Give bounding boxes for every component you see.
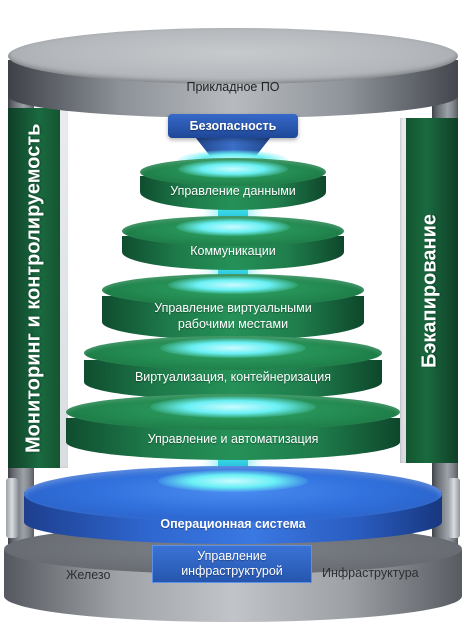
layer-data-management-glow — [178, 160, 288, 178]
layer-communications-glow — [176, 218, 290, 236]
application-software-label: Прикладное ПО — [186, 80, 280, 94]
backup-label: Бэкапирование — [418, 213, 441, 368]
infrastructure-management-line2: инфраструктурой — [181, 564, 283, 578]
layer-communications-label: Коммуникации — [190, 244, 276, 258]
layer-data-management-label: Управление данными — [170, 184, 296, 198]
layer-vdi-label-line1: Управление виртуальными — [154, 301, 312, 315]
hardware-label: Железо — [66, 568, 111, 582]
infrastructure-management-line1: Управление — [197, 549, 267, 563]
layer-virtualization-glow — [160, 338, 306, 358]
left-label-band — [8, 108, 60, 468]
left-peg — [6, 478, 18, 538]
infrastructure-management-box — [152, 545, 312, 583]
security-badge — [168, 114, 298, 138]
application-layer-top — [8, 28, 458, 84]
os-label: Операционная система — [160, 517, 306, 531]
monitoring-label: Мониторинг и контролируемость — [22, 123, 45, 453]
right-peg — [448, 478, 460, 538]
security-label: Безопасность — [189, 119, 277, 133]
infrastructure-label: Инфраструктура — [322, 566, 419, 580]
layer-vdi-label-line2: рабочими местами — [177, 317, 289, 331]
layer-virtualization-label: Виртуализация, контейнеризация — [134, 370, 332, 384]
right-label-band — [406, 118, 458, 463]
layer-automation-label: Управление и автоматизация — [147, 432, 319, 446]
layer-vdi-glow — [168, 276, 298, 294]
layer-automation-glow — [150, 396, 316, 418]
os-glow — [158, 470, 308, 492]
